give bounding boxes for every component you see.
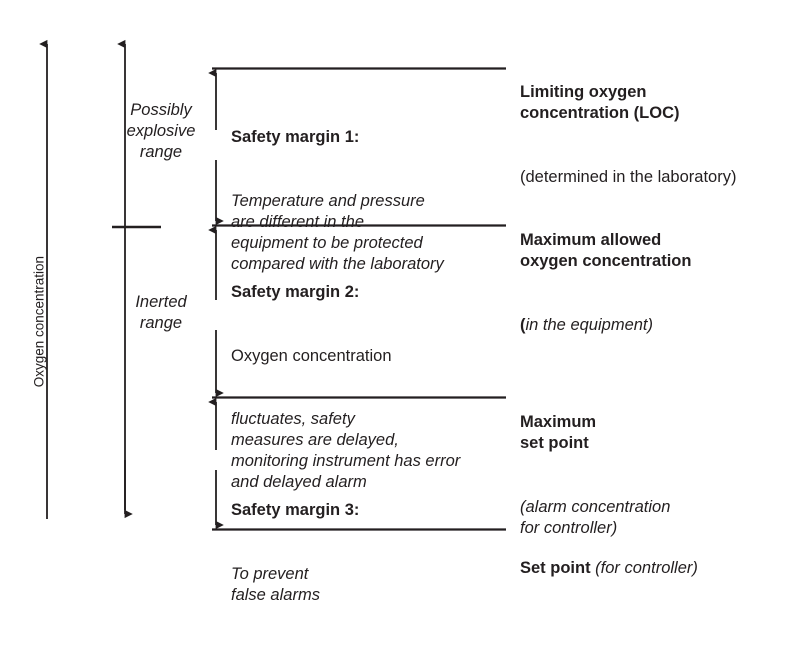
safety-margin-2-body: fluctuates, safety measures are delayed,…	[231, 409, 461, 492]
level-label-set-point: Set point (for controller)	[520, 516, 795, 622]
level-label-limiting-oxygen-concentration: Limiting oxygen concentration (LOC) (det…	[520, 40, 795, 230]
safety-margin-3: Safety margin 3: To prevent false alarms	[231, 458, 481, 648]
diagram-canvas: Oxygen concentration Possibly explosive …	[31, 39, 795, 604]
level-label-set-point-title: Set point	[520, 559, 596, 578]
axis-caption: Oxygen concentration	[31, 255, 47, 388]
safety-margin-1-heading: Safety margin 1:	[231, 128, 360, 147]
safety-margin-2-body-upright: Oxygen concentration	[231, 346, 392, 365]
range-axis-arrow	[112, 39, 161, 519]
level-label-max-allowed-note: (in the equipment)	[520, 315, 795, 336]
range-label-inerted: Inerted range	[135, 293, 187, 333]
level-label-loc-note: (determined in the laboratory)	[520, 167, 737, 186]
level-label-max-allowed-title: Maximum allowed oxygen concentration	[520, 231, 692, 271]
level-label-max-allowed-note-text: in the equipment)	[525, 315, 654, 334]
level-lines	[212, 67, 506, 531]
safety-margin-2-heading: Safety margin 2:	[231, 283, 360, 302]
safety-margin-1-body: Temperature and pressure are different i…	[231, 191, 444, 273]
safety-margin-3-body: To prevent false alarms	[231, 564, 320, 604]
safety-margin-3-heading: Safety margin 3:	[231, 501, 360, 520]
level-label-max-allowed-note-prefix: (	[520, 315, 526, 334]
safety-margin-1: Safety margin 1: Temperature and pressur…	[231, 85, 511, 317]
level-label-set-point-line: Set point (for controller)	[520, 558, 795, 579]
level-label-max-set-point-note: (alarm concentration for controller)	[520, 497, 671, 537]
level-label-max-set-point-title: Maximum set point	[520, 413, 597, 453]
safety-margin-2: Safety margin 2: Oxygen concentration fl…	[231, 240, 521, 536]
range-label-possibly-explosive: Possibly explosive range	[126, 101, 196, 162]
diagram-artwork	[39, 39, 506, 531]
level-label-set-point-note: (for controller)	[595, 559, 698, 578]
level-label-loc-title: Limiting oxygen concentration (LOC)	[520, 83, 680, 123]
level-label-maximum-allowed-oxygen-concentration: Maximum allowed oxygen concentration (in…	[520, 188, 795, 378]
level-label-maximum-set-point: Maximum set point (alarm concentration f…	[520, 370, 795, 581]
